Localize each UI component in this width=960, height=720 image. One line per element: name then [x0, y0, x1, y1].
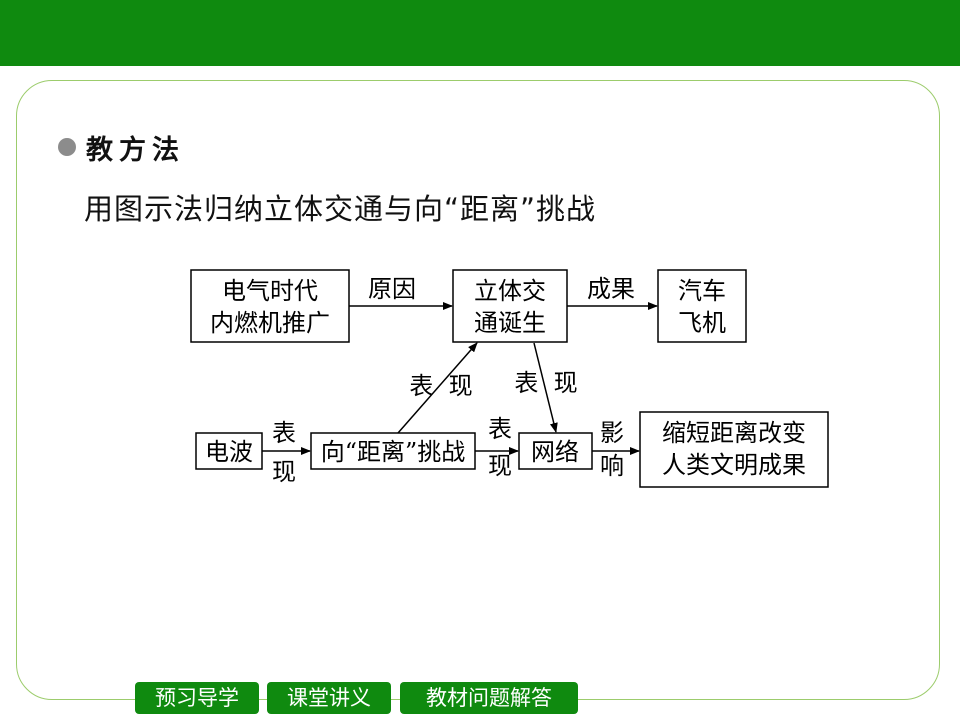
node-transport-box [452, 269, 568, 343]
node-radio-box [195, 432, 263, 470]
node-transport-line2: 通诞生 [474, 309, 546, 337]
tab-preview[interactable]: 预习导学 [135, 682, 259, 714]
arrow-manifest-up [397, 342, 478, 434]
header-bar [0, 0, 960, 66]
node-network-label: 网络 [531, 438, 579, 466]
node-result-line1: 缩短距离改变 [662, 419, 806, 447]
subtitle: 用图示法归纳立体交通与向“距离”挑战 [84, 192, 597, 226]
arrow-manifest-down [533, 342, 558, 433]
edge-label-radio-top: 表 [272, 419, 296, 447]
tab-textbook-answers[interactable]: 教材问题解答 [400, 682, 578, 714]
node-result-line2: 人类文明成果 [662, 451, 806, 479]
node-distance-box [310, 432, 476, 470]
section-title: 教方法 [86, 135, 185, 166]
node-network-box [518, 432, 593, 470]
node-cars-line1: 汽车 [678, 277, 726, 305]
node-electric-age-line1: 电气时代 [222, 277, 318, 305]
edge-label-network-top: 表 [488, 415, 512, 443]
bullet-icon [58, 138, 76, 156]
node-electric-age-line2: 内燃机推广 [210, 309, 330, 337]
node-radio-label: 电波 [205, 438, 253, 466]
node-electric-age-box [190, 269, 350, 343]
node-result-box [639, 411, 829, 488]
edge-label-influence-top: 影 [600, 419, 624, 447]
tab-lecture[interactable]: 课堂讲义 [267, 682, 391, 714]
node-cars-line2: 飞机 [678, 309, 726, 337]
edge-label-manifest-up: 表 现 [409, 372, 472, 400]
node-transport-line1: 立体交 [474, 277, 546, 305]
edge-label-radio-bottom: 现 [272, 458, 296, 486]
edge-label-network-bottom: 现 [488, 452, 512, 480]
node-distance-label: 向“距离”挑战 [321, 438, 466, 466]
edge-label-effect: 成果 [587, 275, 635, 303]
edge-label-manifest-down: 表 现 [514, 369, 577, 397]
edge-label-influence-bottom: 响 [600, 452, 624, 480]
node-cars-box [657, 269, 747, 343]
edge-label-cause: 原因 [368, 275, 416, 303]
